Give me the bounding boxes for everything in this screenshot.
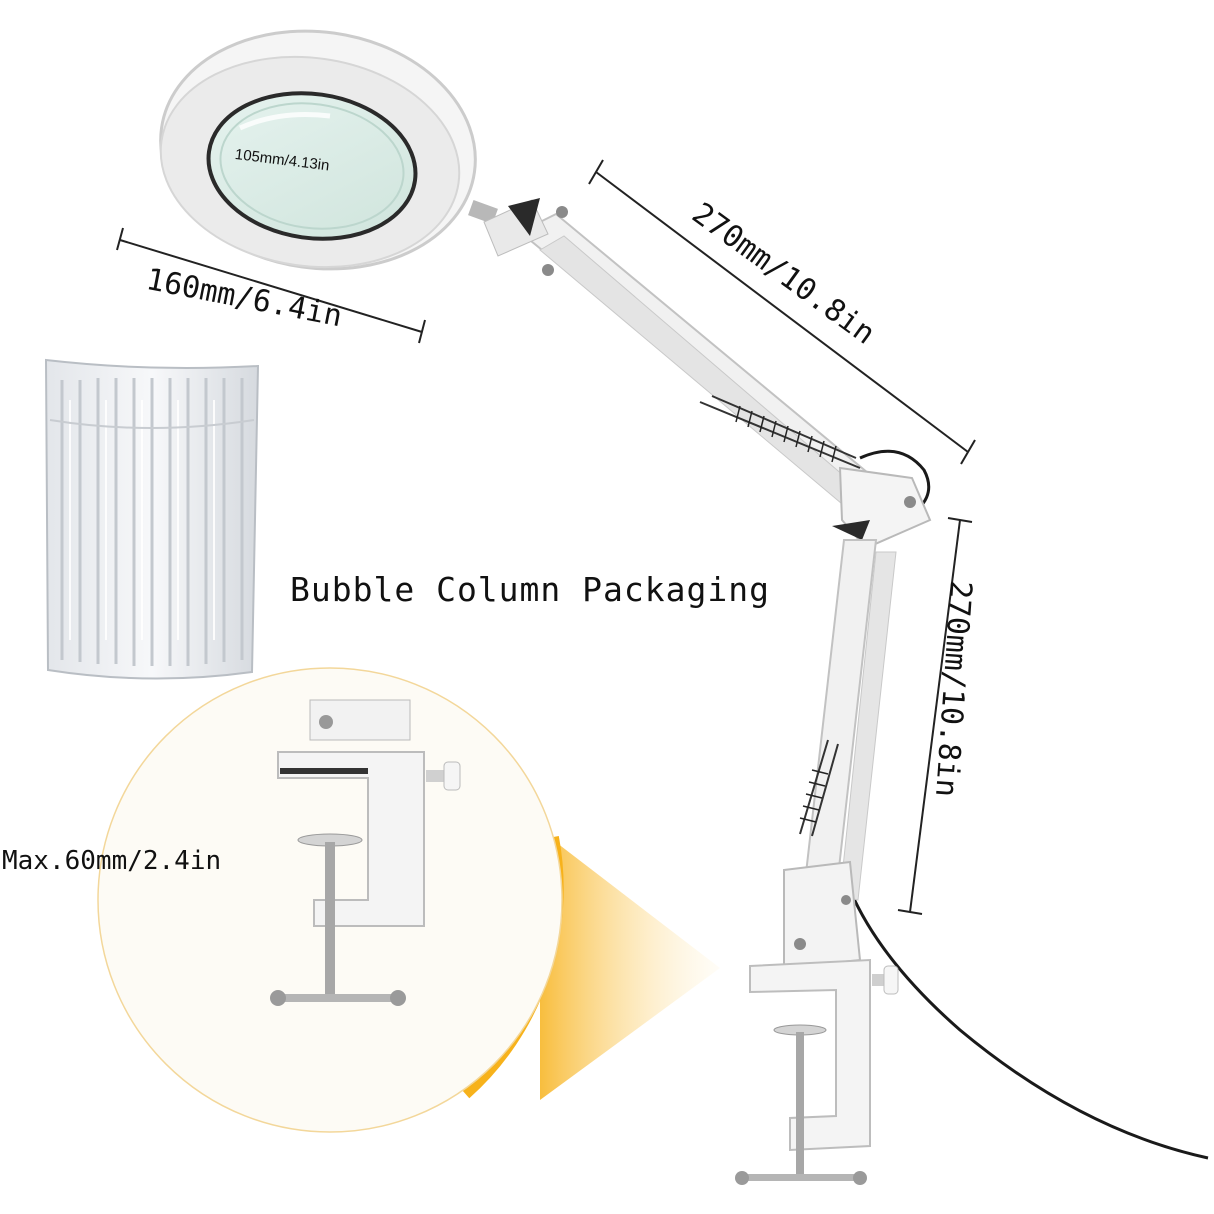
magnifier-lamp-icon [159, 29, 932, 1185]
clamp-opening-label: Max.60mm/2.4in [2, 846, 222, 876]
power-cable [848, 449, 1209, 1160]
table-clamp-icon [270, 699, 461, 1006]
packaging-label: Bubble Column Packaging [290, 570, 770, 609]
air-column-bag-icon [44, 358, 260, 680]
highlight-beam [540, 830, 720, 1100]
